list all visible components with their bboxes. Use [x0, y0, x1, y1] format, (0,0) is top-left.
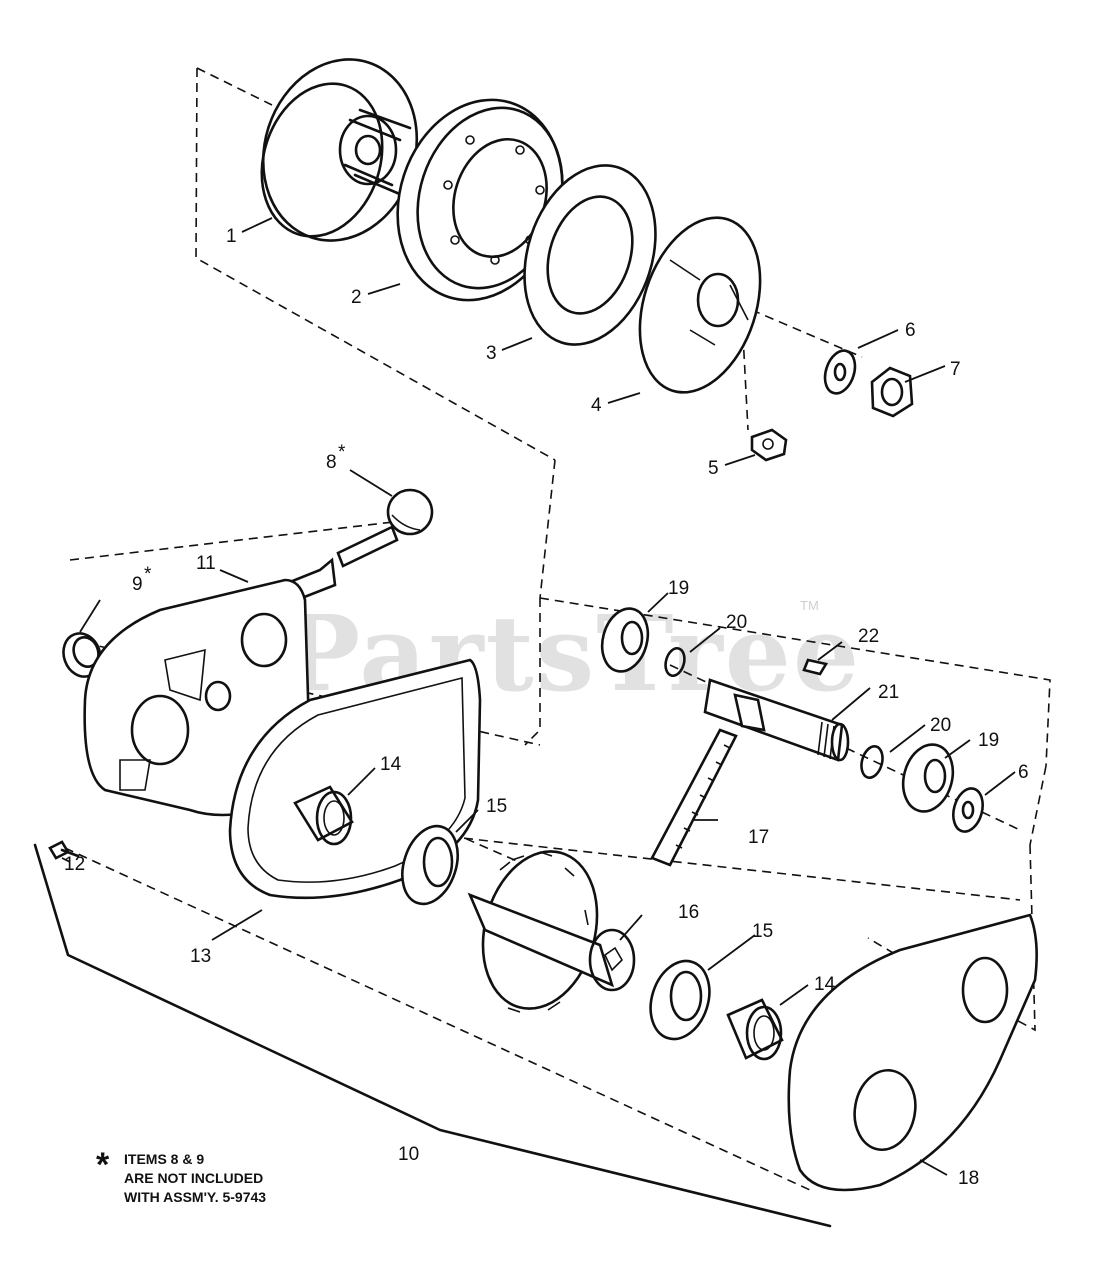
part-19-bearing-top: [600, 607, 650, 673]
part-22-key: [802, 658, 829, 676]
footnote-asterisk: *: [96, 1146, 110, 1184]
part-6-washer-top: [823, 349, 857, 395]
footnote-line-1: ITEMS 8 & 9: [124, 1151, 205, 1167]
part-21-shaft: [703, 678, 850, 762]
part-3-disc: [523, 164, 657, 346]
callout-15-right: 15: [752, 921, 773, 942]
callout-21: 21: [878, 682, 899, 703]
callout-19-right: 19: [978, 730, 999, 751]
part-4-plate: [638, 216, 762, 394]
callout-19-top: 19: [668, 578, 689, 599]
part-14-bearing-right: [726, 998, 784, 1061]
callout-15-left: 15: [486, 796, 507, 817]
part-16-sprocket: [467, 850, 636, 1013]
callout-8: 8: [326, 452, 337, 473]
callout-10: 10: [398, 1144, 419, 1165]
callout-7: 7: [950, 359, 961, 380]
part-15-seal-left: [401, 824, 459, 906]
callout-16: 16: [678, 902, 699, 923]
callout-14-left: 14: [380, 754, 402, 775]
watermark-trademark: TM: [800, 598, 819, 613]
callout-8-asterisk: *: [338, 442, 346, 463]
callout-17: 17: [748, 827, 769, 848]
callout-4: 4: [591, 395, 602, 416]
callout-3: 3: [486, 343, 497, 364]
part-17-chain: [650, 728, 738, 867]
callout-18: 18: [958, 1168, 979, 1189]
callout-labels: 1 2 3 4 5 6 7 8 * 9 * 10 11 12 13 14 15 …: [64, 226, 1029, 1189]
leader-lines: [61, 217, 1016, 1176]
part-9-cap: [62, 632, 102, 678]
callout-6-right: 6: [1018, 762, 1029, 783]
part-1-pulley: [260, 58, 419, 242]
part-20-washer-right: [860, 745, 884, 779]
part-12-screw: [48, 840, 80, 860]
callout-9: 9: [132, 574, 143, 595]
footnote-text: ITEMS 8 & 9 ARE NOT INCLUDED WITH ASSM'Y…: [124, 1150, 356, 1207]
part-2-drum: [396, 98, 564, 302]
part-15-seal-right: [649, 959, 711, 1041]
part-18-housing-right: [787, 913, 1038, 1192]
part-7-nut: [870, 366, 914, 418]
callout-13: 13: [190, 946, 211, 967]
callout-5: 5: [708, 458, 719, 479]
part-19-bearing-right: [901, 743, 955, 813]
part-5-nut: [750, 428, 788, 462]
callout-2: 2: [351, 287, 362, 308]
callout-6-top: 6: [905, 320, 916, 341]
callout-11: 11: [196, 553, 216, 574]
callout-9-asterisk: *: [144, 564, 152, 585]
callout-14-right: 14: [814, 974, 836, 995]
footnote-line-2: ARE NOT INCLUDED: [124, 1170, 264, 1186]
part-20-washer-top: [664, 646, 686, 678]
callout-20-top: 20: [726, 612, 747, 633]
callout-1: 1: [226, 226, 237, 247]
footnote-line-3: WITH ASSM'Y. 5-9743: [124, 1189, 267, 1205]
part-14-bearing-left: [293, 785, 354, 846]
part-6-washer-right: [952, 787, 984, 833]
callout-20-right: 20: [930, 715, 951, 736]
callout-22: 22: [858, 626, 879, 647]
footnote: * ITEMS 8 & 9 ARE NOT INCLUDED WITH ASSM…: [96, 1146, 356, 1207]
callout-12: 12: [64, 854, 85, 875]
part-8-knob: [386, 488, 434, 536]
part-10-bracket: [33, 843, 832, 1228]
